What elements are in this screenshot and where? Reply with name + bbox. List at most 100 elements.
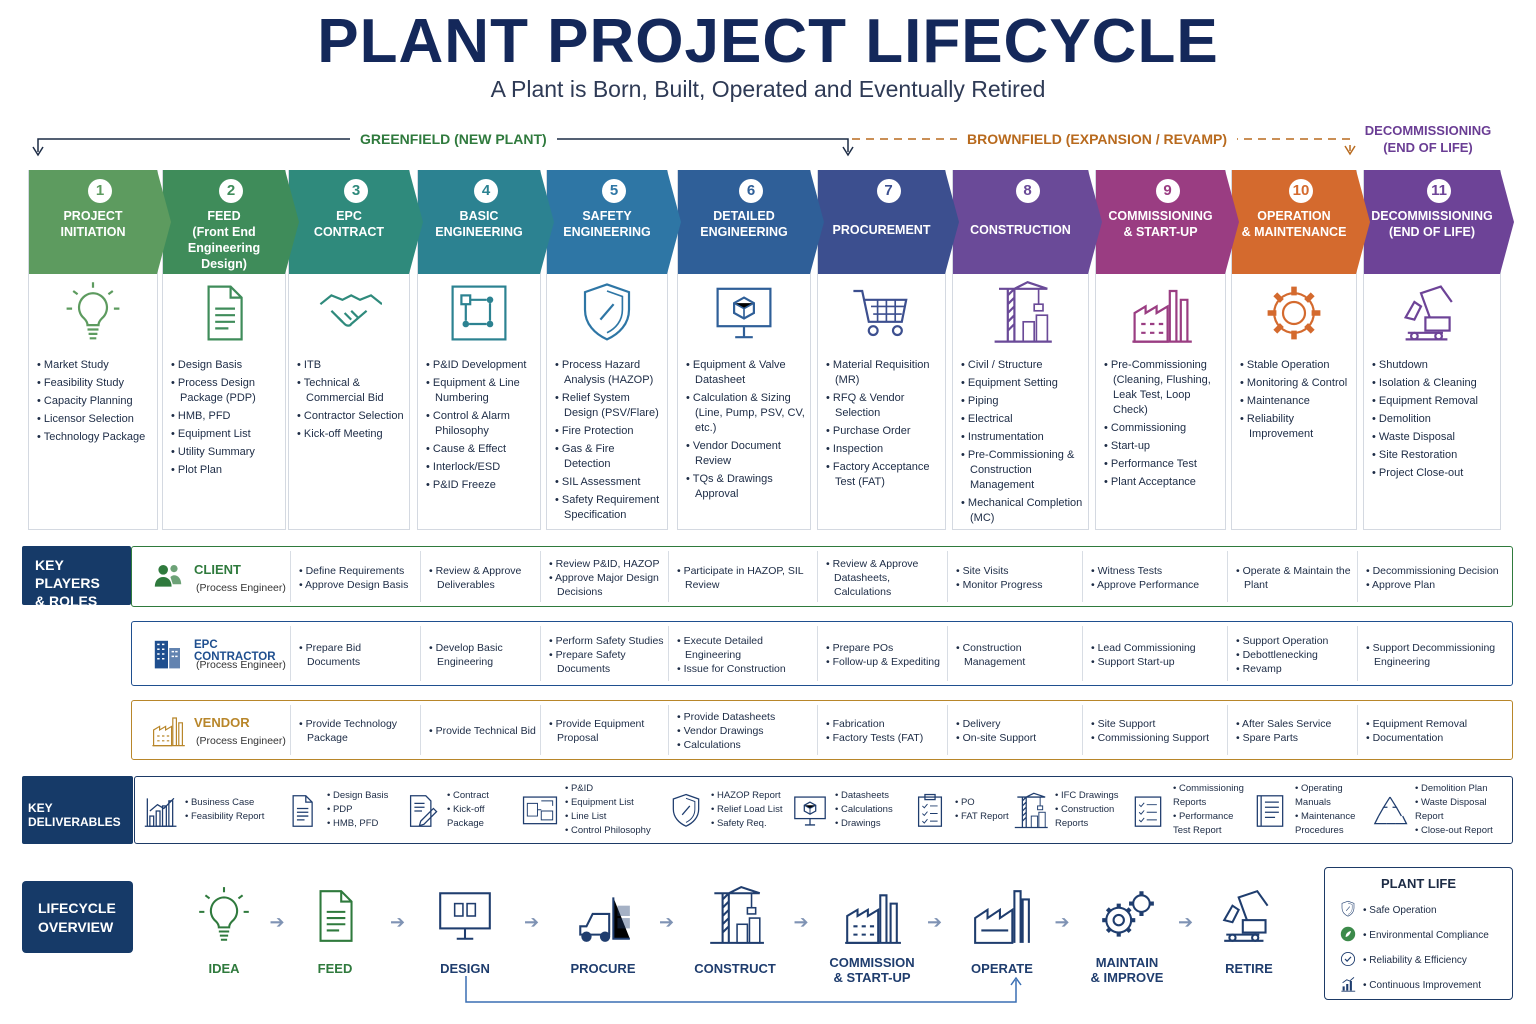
stage-item: Gas & Fire Detection — [555, 442, 663, 472]
role-cell: Site SupportCommissioning Support — [1082, 705, 1227, 755]
role-task: Participate in HAZOP, SIL Review — [677, 564, 813, 592]
excavator-icon — [1222, 889, 1269, 942]
deliverable-item: Safety Req. — [711, 817, 782, 831]
checklist-icon — [1134, 796, 1162, 827]
stage-number: 10 — [1289, 179, 1313, 203]
role-subtitle: (Process Engineer) — [196, 581, 286, 594]
pid-diagram-icon — [451, 285, 507, 341]
role-task: Execute Detailed Engineering — [677, 634, 813, 662]
deliverable-item: Line List — [565, 810, 651, 824]
factory-icon — [1131, 289, 1192, 343]
stage-header: 7 PROCUREMENT — [818, 170, 959, 274]
deliverable-item: Calculations — [835, 803, 893, 817]
deliverable-cell: Design BasisPDPHMB, PFD — [283, 779, 403, 841]
cart-icon — [852, 289, 908, 337]
stage-item: Start-up — [1104, 439, 1221, 454]
stage-items: Material Requisition (MR)RFQ & Vendor Se… — [826, 358, 941, 493]
stage-item: Material Requisition (MR) — [826, 358, 941, 388]
stage-item: Performance Test — [1104, 457, 1221, 472]
deliverable-item: Feasibility Report — [185, 810, 264, 824]
overview-label: COMMISSION& START-UP — [829, 955, 915, 985]
stage-item: Design Basis — [171, 358, 281, 373]
stage-icon-wrap — [446, 280, 512, 351]
arrow-right-icon: ➔ — [793, 912, 809, 932]
manual-icon — [1256, 795, 1284, 827]
role-cell: DeliveryOn-site Support — [947, 705, 1082, 755]
role-cell: Review P&ID, HAZOPApprove Major Design D… — [540, 551, 668, 602]
key-players-tag: KEY PLAYERS & ROLES — [22, 546, 131, 609]
deliverable-item: Waste Disposal Report — [1415, 796, 1511, 824]
deliverable-item: Control Philosophy — [565, 824, 651, 838]
role-subtitle: (Process Engineer) — [196, 735, 286, 747]
document-icon — [292, 795, 313, 827]
overview-step-operate: OPERATE — [942, 885, 1062, 976]
stage-item: Interlock/ESD — [426, 460, 536, 475]
stage-item: HMB, PFD — [171, 409, 281, 424]
stage-number: 6 — [739, 179, 763, 203]
overview-label: MAINTAIN& IMPROVE — [1090, 955, 1164, 985]
role-task: Prepare Safety Documents — [549, 648, 664, 676]
stage-item: Commissioning — [1104, 421, 1221, 436]
role-task: Issue for Construction — [677, 662, 813, 676]
role-cell: Provide DatasheetsVendor DrawingsCalcula… — [668, 705, 817, 755]
role-task: Provide Technology Package — [299, 717, 416, 745]
factory-icon — [152, 717, 185, 747]
deliverable-item: Business Case — [185, 796, 264, 810]
pid-drawing-icon — [522, 796, 558, 825]
role-label: VENDOR (Process Engineer) — [132, 701, 290, 759]
role-cell: Decommissioning DecisionApprove Plan — [1357, 551, 1507, 602]
stage-items: Pre-Commissioning (Cleaning, Flushing, L… — [1104, 358, 1221, 493]
stage-item: Process Hazard Analysis (HAZOP) — [555, 358, 663, 388]
greenfield-arrow-left — [32, 146, 44, 157]
overview-step-commission: COMMISSION& START-UP — [812, 885, 932, 985]
stage-header: 9 COMMISSIONING& START-UP — [1096, 170, 1239, 274]
stage-item: Purchase Order — [826, 424, 941, 439]
stage-item: Utility Summary — [171, 445, 281, 460]
role-subtitle: (Process Engineer) — [196, 658, 286, 671]
overview-step-procure: PROCURE — [543, 885, 663, 976]
stage-item: Technical & Commercial Bid — [297, 376, 405, 406]
overview-label: OPERATE — [971, 961, 1033, 976]
leaf-icon — [1340, 926, 1356, 942]
deliverable-item: Close-out Report — [1415, 824, 1511, 838]
role-cell: Perform Safety StudiesPrepare Safety Doc… — [540, 626, 668, 681]
role-cell: Provide Technical Bid — [420, 705, 540, 755]
overview-step-feed: FEED — [275, 885, 395, 976]
deliverable-item: Demolition Plan — [1415, 782, 1511, 796]
stage-icon-wrap — [1128, 280, 1194, 351]
deliverable-cell: Operating ManualsMaintenance Procedures — [1251, 779, 1371, 841]
role-cell: Operate & Maintain the Plant — [1227, 551, 1357, 602]
role-task: Vendor Drawings — [677, 724, 813, 738]
deliverable-item: Drawings — [835, 817, 893, 831]
stage-item: Process Design Package (PDP) — [171, 376, 281, 406]
chart-icon — [144, 797, 177, 827]
stage-items: Market StudyFeasibility StudyCapacity Pl… — [37, 358, 153, 448]
people-icon — [154, 564, 182, 587]
stage-item: Vendor Document Review — [686, 439, 806, 469]
role-cell: Provide Technology Package — [290, 705, 420, 755]
role-task: Factory Tests (FAT) — [826, 731, 943, 745]
shield-icon — [583, 283, 631, 341]
plant-life-item: • Continuous Improvement — [1339, 975, 1481, 996]
stage-item: Maintenance — [1240, 394, 1352, 409]
role-task: Calculations — [677, 738, 813, 752]
role-name: EPC CONTRACTOR — [194, 638, 276, 663]
deliverable-item: Design Basis — [327, 789, 388, 803]
deliverable-item: Maintenance Procedures — [1295, 810, 1371, 838]
arrow-right-icon: ➔ — [927, 912, 943, 932]
role-task: Provide Technical Bid — [429, 724, 536, 738]
key-deliverables-row: Business CaseFeasibility Report Design Ba… — [134, 776, 1513, 844]
stage-item: ITB — [297, 358, 405, 373]
role-task: Debottlenecking — [1236, 648, 1353, 662]
design-to-operate-loop — [465, 976, 1022, 1003]
stage-item: Contractor Selection — [297, 409, 405, 424]
role-cell: Provide Equipment Proposal — [540, 705, 668, 755]
deliverable-item: Kick-off Package — [447, 803, 521, 831]
decommissioning-label: DECOMMISSIONING (END OF LIFE) — [1364, 123, 1492, 155]
stage-item: Equipment List — [171, 427, 281, 442]
